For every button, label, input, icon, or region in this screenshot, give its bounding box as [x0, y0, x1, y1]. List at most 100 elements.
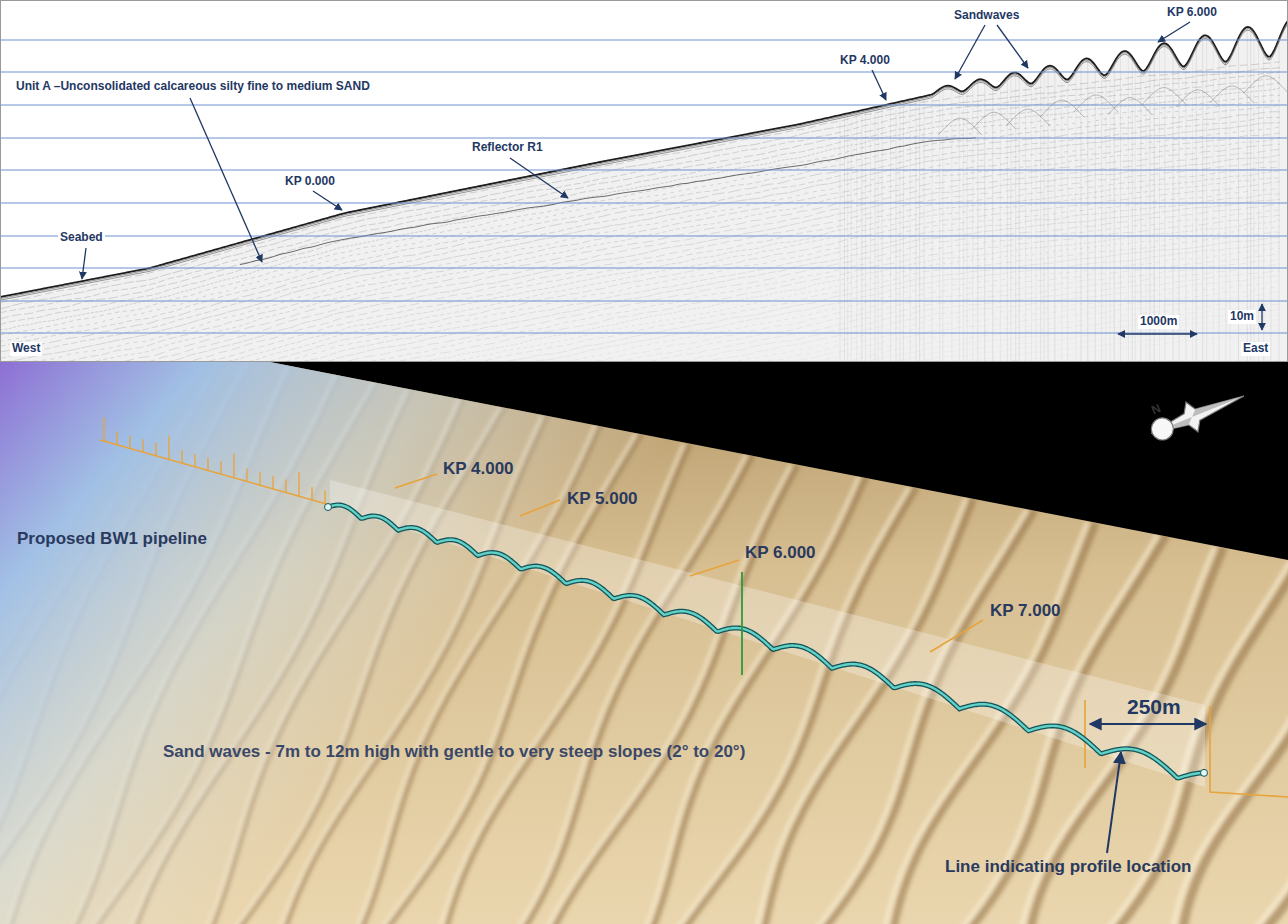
- kp-marker-line: [1084, 700, 1086, 768]
- reflector-label: Reflector R1: [470, 141, 545, 155]
- pipeline-label: Proposed BW1 pipeline: [17, 529, 207, 549]
- seismic-streak: [1010, 0, 1011, 362]
- seismic-streak: [1247, 0, 1248, 362]
- seismic-streak: [977, 0, 978, 362]
- seismic-streak: [1213, 0, 1214, 362]
- grid-line: [0, 40, 1288, 41]
- panel-border: [1, 1, 1288, 362]
- diffraction-hyperbola: [1244, 76, 1288, 93]
- leader-arrow: [190, 98, 262, 262]
- seismic-streak: [1140, 0, 1141, 362]
- seismic-streak: [972, 0, 973, 362]
- seismic-streak: [1101, 0, 1102, 362]
- leader-arrow: [510, 158, 568, 198]
- seismic-streak: [1159, 0, 1160, 362]
- scale-bar: [1261, 304, 1262, 330]
- leader-arrow: [872, 70, 886, 100]
- seismic-streak: [1225, 0, 1226, 362]
- diffraction-hyperbola: [972, 112, 1016, 129]
- diffraction-hyperbola: [1210, 86, 1254, 103]
- seismic-streak: [1253, 0, 1254, 362]
- kp-marker-line: [690, 560, 739, 576]
- kp-marker-line: [395, 474, 437, 488]
- seismic-streak: [984, 0, 985, 362]
- seismic-streak: [951, 0, 952, 362]
- route-tick: [259, 472, 260, 485]
- seismic-streak: [895, 0, 896, 362]
- seismic-streak: [903, 0, 904, 362]
- leader-arrow: [82, 248, 86, 279]
- seismic-streak: [910, 0, 911, 362]
- dimension-arrow: [1090, 723, 1206, 725]
- grid-line: [0, 138, 1288, 139]
- pipeline-end: [325, 504, 332, 511]
- seismic-streak: [1048, 0, 1049, 362]
- unit-label: Unit A –Unconsolidated calcareous silty …: [14, 80, 372, 94]
- pipeline-outline: [328, 505, 1204, 778]
- diffraction-hyperbola: [1074, 95, 1118, 112]
- reflector-line: [240, 138, 976, 265]
- seismic-streak: [1135, 0, 1136, 362]
- seabed-surface: [0, 277, 1288, 924]
- route-tick: [285, 480, 286, 493]
- route-tick: [194, 454, 195, 467]
- seismic-streak: [932, 0, 933, 362]
- diffraction-hyperbola: [1006, 109, 1050, 126]
- seismic-streak: [1031, 0, 1032, 362]
- seismic-streak: [1080, 0, 1081, 362]
- seabed-line: [0, 22, 1288, 298]
- route-tick: [246, 469, 247, 482]
- grid-line: [0, 333, 1288, 334]
- seismic-streak: [1258, 0, 1259, 362]
- seismic-streak: [1149, 0, 1150, 362]
- seismic-streak: [1146, 0, 1147, 362]
- seismic-streak: [1279, 0, 1280, 362]
- route-tick: [220, 461, 221, 474]
- pipeline-profile: [328, 505, 1204, 778]
- seismic-streak: [1164, 0, 1165, 362]
- seismic-streak: [1185, 0, 1186, 362]
- direction-label: East: [1241, 342, 1270, 356]
- seismic-streak: [1196, 0, 1197, 362]
- annotation-note: Sand waves - 7m to 12m high with gentle …: [163, 742, 745, 762]
- seismic-streak: [1067, 0, 1068, 362]
- route-tick: [168, 436, 169, 460]
- grid-line: [0, 268, 1288, 269]
- seismic-streak: [942, 0, 943, 362]
- bathymetry-view: [0, 277, 1288, 924]
- seismic-streak: [1178, 0, 1179, 362]
- seismic-streak: [1007, 0, 1008, 362]
- scale-label: 1000m: [1138, 315, 1179, 329]
- kp-label: KP 6.000: [745, 543, 816, 563]
- seismic-streak: [1095, 0, 1096, 362]
- route-tick: [181, 450, 182, 463]
- seismic-streak: [919, 0, 920, 362]
- seismic-streak: [1036, 0, 1037, 362]
- route-tick: [142, 439, 143, 452]
- cross-line: [741, 572, 743, 675]
- kp-marker-line: [520, 500, 560, 516]
- direction-label: West: [10, 342, 42, 356]
- route-tick: [298, 472, 299, 496]
- depth-shading: [0, 362, 1288, 924]
- kp-marker-line: [930, 620, 983, 652]
- route-tick: [324, 491, 325, 504]
- route-tick: [116, 432, 117, 445]
- seismic-streak: [924, 0, 925, 362]
- seismic-streak: [959, 0, 960, 362]
- route-tick: [311, 487, 312, 500]
- seismic-streak: [1109, 0, 1110, 362]
- seismic-streak: [1105, 0, 1106, 362]
- seismic-streak: [1061, 0, 1062, 362]
- route-tick: [207, 458, 208, 471]
- seismic-streak: [967, 0, 968, 362]
- north-letter: N: [1149, 402, 1162, 418]
- seismic-streak: [1206, 0, 1207, 362]
- seismic-streak: [1025, 0, 1026, 362]
- seismic-streak: [1075, 0, 1076, 362]
- scale-label: 10m: [1228, 310, 1256, 324]
- grid-line: [0, 301, 1288, 302]
- grid-line: [0, 72, 1288, 73]
